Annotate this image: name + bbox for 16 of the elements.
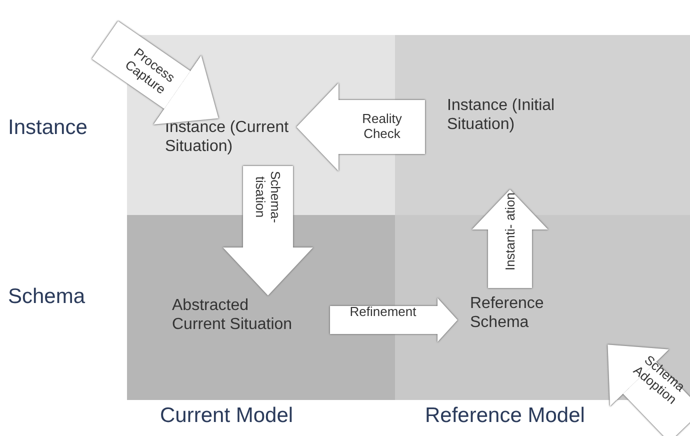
column-label: Current Model: [160, 404, 294, 428]
quadrant-title: Reference Schema: [470, 294, 545, 332]
quadrant-title: Abstracted Current Situation: [172, 296, 294, 334]
row-label: Instance: [8, 116, 88, 140]
block-arrow: [330, 298, 458, 342]
column-label: Reference Model: [425, 404, 585, 428]
block-arrow: [223, 166, 313, 296]
block-arrow: [296, 83, 425, 171]
edge-label: Refinement: [348, 304, 418, 319]
edge-label: Instanti- ation: [502, 192, 518, 272]
edge-label: Schema- tisation: [253, 170, 283, 226]
row-label: Schema: [8, 285, 86, 309]
edge-label: Reality Check: [361, 111, 403, 141]
quadrant-title: Instance (Initial Situation): [447, 96, 556, 134]
quadrant-title: Instance (Current Situation): [165, 118, 290, 156]
block-arrow: [472, 190, 548, 288]
